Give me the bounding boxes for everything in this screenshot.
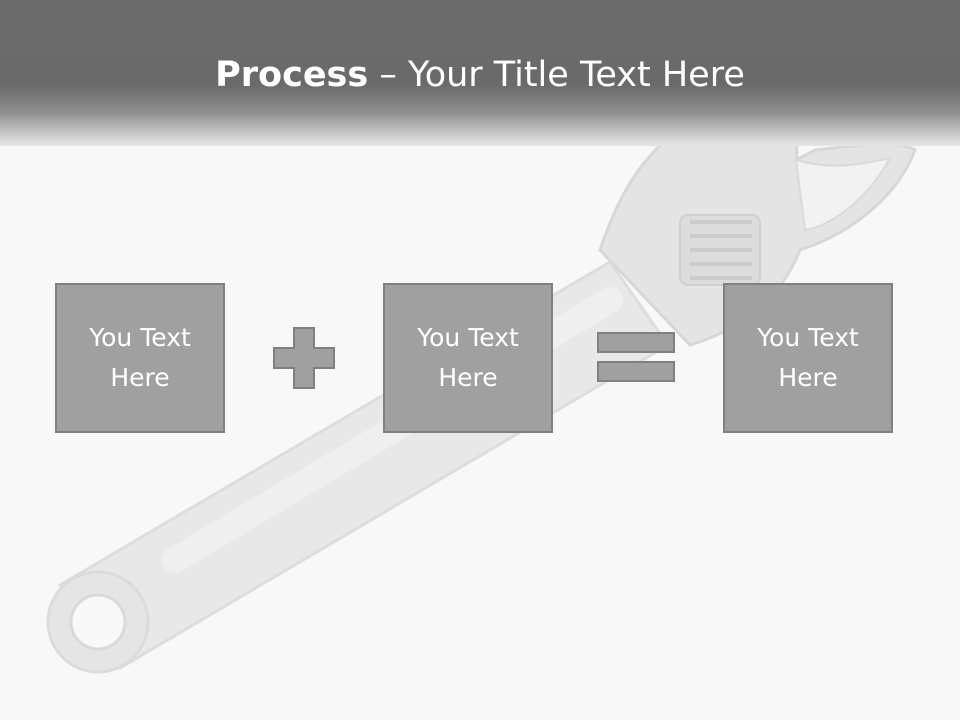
title-bold: Process bbox=[215, 55, 369, 95]
process-box-2[interactable]: You Text Here bbox=[383, 283, 553, 433]
process-box-2-text: You Text Here bbox=[417, 323, 519, 392]
slide-title: Process – Your Title Text Here bbox=[0, 52, 960, 98]
process-box-1-text: You Text Here bbox=[89, 323, 191, 392]
plus-icon bbox=[273, 327, 335, 389]
process-box-3[interactable]: You Text Here bbox=[723, 283, 893, 433]
process-box-3-text: You Text Here bbox=[757, 323, 859, 392]
title-rest: – Your Title Text Here bbox=[368, 55, 745, 95]
process-box-1[interactable]: You Text Here bbox=[55, 283, 225, 433]
equals-icon bbox=[597, 332, 675, 382]
title-bar: Process – Your Title Text Here bbox=[0, 0, 960, 146]
